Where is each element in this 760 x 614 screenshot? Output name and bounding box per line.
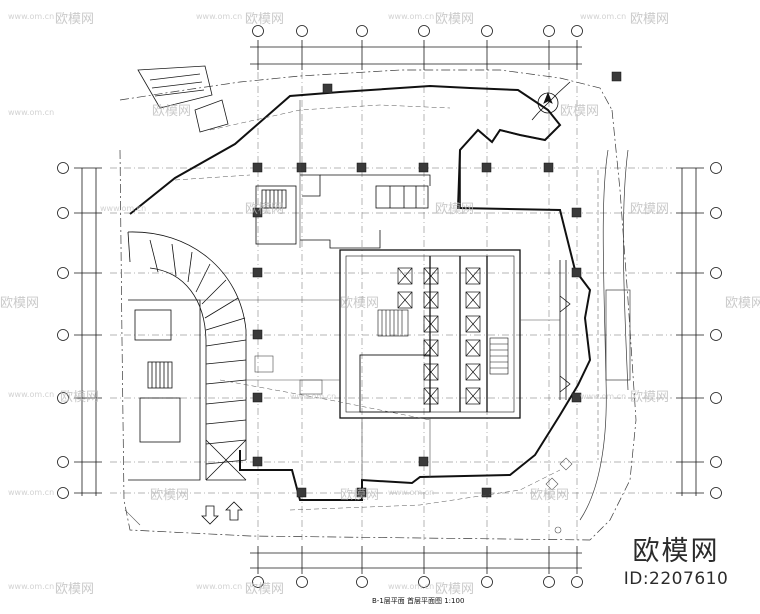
watermark-tile: 欧模网 <box>435 202 475 217</box>
east-glazing <box>559 260 571 400</box>
neighbour-building <box>137 65 229 133</box>
watermark-url: www.om.cn <box>580 12 627 21</box>
outer-wall <box>129 84 592 501</box>
watermark-tile: 欧模网 <box>60 390 100 405</box>
upper-left-stair <box>255 185 297 245</box>
watermark-tile: 欧模网 <box>55 12 95 27</box>
watermark-url: www.om.cn <box>8 390 55 399</box>
watermark-tile: 欧模网 <box>630 12 670 27</box>
watermark-tile: 欧模网 <box>435 12 475 27</box>
watermark-url: www.om.cn <box>8 582 55 591</box>
watermark-tile: 欧模网 <box>530 488 570 503</box>
watermark-tile: 欧模网 <box>630 390 670 405</box>
right-grid-bubbles <box>710 162 722 499</box>
watermark-url: www.om.cn <box>8 108 55 117</box>
watermark-url: www.om.cn <box>388 582 435 591</box>
canopy-lines <box>174 104 599 511</box>
right-dimension-chain <box>676 167 704 496</box>
watermark-url: www.om.cn <box>196 582 243 591</box>
left-grid-bubbles <box>57 162 69 499</box>
watermark-tile: 欧模网 <box>245 202 285 217</box>
watermark-tile: 欧模网 <box>0 296 40 311</box>
elevator-shafts <box>397 267 481 405</box>
north-arrow <box>531 81 571 121</box>
watermark-url: www.om.cn <box>580 392 627 401</box>
watermark-url: www.om.cn <box>100 204 147 213</box>
interior-partitions <box>200 100 560 480</box>
landscape-markers <box>124 457 573 534</box>
curved-ramp <box>127 231 247 481</box>
left-dimension-chain <box>74 167 102 496</box>
entrance-arrows <box>201 501 243 525</box>
watermark-url: www.om.cn <box>388 488 435 497</box>
top-dimension-chain <box>250 40 582 70</box>
watermark-tile: 欧模网 <box>55 582 95 597</box>
watermark-tile: 欧模网 <box>150 488 190 503</box>
bottom-grid-bubbles <box>252 576 583 588</box>
top-grid-bubbles <box>252 25 583 37</box>
watermark-tile: 欧模网 <box>340 488 380 503</box>
watermark-tile: 欧模网 <box>560 104 600 119</box>
watermark-tile: 欧模网 <box>245 582 285 597</box>
watermark-tile: 欧模网 <box>630 202 670 217</box>
structural-columns <box>252 71 622 498</box>
site-boundary <box>119 69 637 541</box>
watermark-tile: 欧模网 <box>340 296 380 311</box>
upper-service-rooms <box>300 174 431 249</box>
core-stair <box>377 309 509 375</box>
north-east-wing <box>459 128 546 208</box>
brand-name: 欧模网 <box>632 536 720 567</box>
watermark-tile: 欧模网 <box>435 582 475 597</box>
east-road-curve <box>579 149 631 521</box>
watermark-url: www.om.cn <box>290 392 337 401</box>
watermark-url: www.om.cn <box>196 12 243 21</box>
bottom-dimension-chain <box>250 546 582 574</box>
watermark-url: www.om.cn <box>8 488 55 497</box>
drawing-caption: B-1层平面 首层平面图 1:100 <box>372 597 465 605</box>
left-block <box>128 299 201 481</box>
watermark-url: www.om.cn <box>388 12 435 21</box>
watermark-tile: 欧模网 <box>152 104 192 119</box>
watermark-tile: 欧模网 <box>245 12 285 27</box>
brand-watermark: 欧模网 ID:2207610 <box>610 536 742 590</box>
watermark-url: www.om.cn <box>8 12 55 21</box>
drawing-id: ID:2207610 <box>623 569 729 589</box>
watermark-tile: 欧模网 <box>725 296 760 311</box>
